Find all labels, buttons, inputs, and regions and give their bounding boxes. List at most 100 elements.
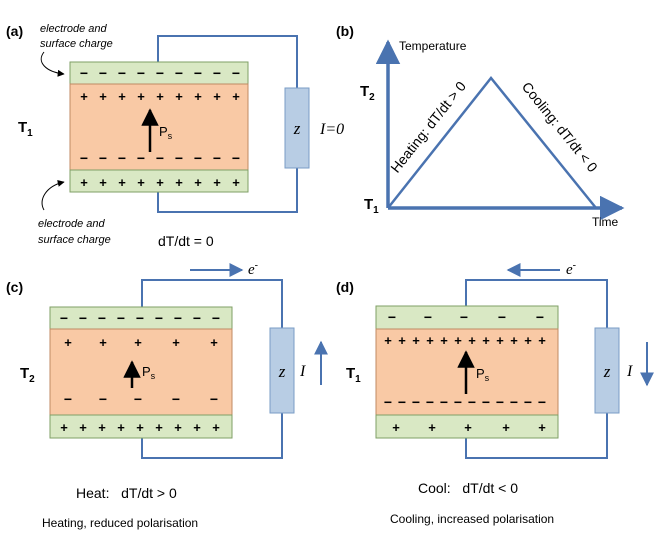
svg-text:−: − [524,394,532,410]
panel-d: (d) e- z I −−− −− +++ +++ +++ +++ −−− −−… [336,260,654,526]
svg-text:+: + [172,335,180,350]
svg-text:+: + [194,89,202,104]
panel-c: (c) e- z I −−− −−− −−− +++ ++ −−− −− +++… [6,260,328,530]
svg-text:+: + [60,420,68,435]
panel-d-crystal-top-charges: +++ +++ +++ +++ [384,333,546,348]
panel-b-t2-label: T2 [360,83,375,103]
svg-text:+: + [440,333,448,348]
svg-text:+: + [428,420,436,435]
svg-text:+: + [538,333,546,348]
svg-text:+: + [80,175,88,190]
panel-d-resistor [594,327,620,414]
panel-c-resistor-label: z [278,362,286,381]
svg-text:+: + [193,420,201,435]
svg-text:−: − [64,391,72,407]
panel-d-electron-label: e- [566,260,576,278]
svg-text:−: − [80,150,88,166]
svg-text:−: − [118,150,126,166]
svg-text:+: + [64,335,72,350]
panel-d-crystal-bottom-charges: −−− −−− −−− −−− [384,394,546,410]
panel-a-bottom-electrode [69,169,249,193]
panel-c-bottom-electrode [49,414,233,439]
panel-c-tag: (c) [6,279,23,295]
svg-text:−: − [460,309,468,325]
svg-text:+: + [426,333,434,348]
svg-text:−: − [232,65,240,81]
svg-text:+: + [392,420,400,435]
svg-text:−: − [193,310,201,326]
panel-c-temperature-label: T2 [20,365,35,385]
svg-text:+: + [117,420,125,435]
svg-text:+: + [175,89,183,104]
panel-d-tag: (d) [336,279,354,295]
panel-d-current-label: I [626,363,633,380]
svg-text:−: − [426,394,434,410]
svg-text:+: + [232,175,240,190]
panel-c-crystal-bottom-charges: −−− −− [64,391,218,407]
svg-text:−: − [388,309,396,325]
svg-text:−: − [134,391,142,407]
svg-text:+: + [502,420,510,435]
panel-a-bottom-electrode-charges: +++ +++ +++ [80,175,240,190]
svg-text:−: − [212,310,220,326]
panel-c-top-electrode-charges: −−− −−− −−− [60,310,220,326]
svg-text:+: + [79,420,87,435]
svg-text:+: + [510,333,518,348]
panel-a-ps-label: Ps [159,124,173,141]
svg-text:+: + [134,335,142,350]
svg-text:−: − [155,310,163,326]
svg-text:+: + [136,420,144,435]
svg-text:−: − [398,394,406,410]
svg-text:+: + [99,335,107,350]
svg-text:+: + [210,335,218,350]
panel-a-current-label: I=0 [319,121,344,138]
panel-b-heating-label: Heating: dT/dt > 0 [387,78,469,176]
panel-a-electrode-note-top-2: surface charge [40,38,113,50]
svg-text:+: + [496,333,504,348]
panel-b: (b) Temperature Time T2 T1 Heating: dT/d… [336,23,625,229]
svg-text:+: + [174,420,182,435]
svg-text:+: + [80,89,88,104]
svg-text:−: − [210,391,218,407]
svg-text:+: + [232,89,240,104]
svg-text:−: − [482,394,490,410]
svg-text:−: − [213,65,221,81]
svg-text:+: + [398,333,406,348]
panel-d-top-electrode-charges: −−− −− [388,309,544,325]
panel-d-bottom-electrode [375,414,559,439]
svg-text:−: − [99,391,107,407]
panel-a-temperature-label: T1 [18,119,33,139]
svg-text:−: − [80,65,88,81]
panel-a-resistor-label: z [293,119,301,138]
svg-text:−: − [232,150,240,166]
svg-text:−: − [136,310,144,326]
svg-text:−: − [510,394,518,410]
svg-text:+: + [213,89,221,104]
panel-a: (a) z I=0 −−− −−− −−− +++ +++ +++ −−− −−… [6,23,344,249]
panel-b-tag: (b) [336,23,354,39]
svg-text:+: + [175,175,183,190]
svg-text:−: − [384,394,392,410]
panel-a-electrode-note-top-pointer [40,51,65,77]
panel-c-resistor [269,327,295,414]
svg-text:+: + [524,333,532,348]
svg-text:+: + [468,333,476,348]
panel-c-current-label: I [299,363,306,380]
panel-c-condition: Heat: dT/dt > 0 [76,485,177,501]
panel-a-tag: (a) [6,23,23,39]
svg-text:−: − [79,310,87,326]
svg-text:+: + [156,89,164,104]
panel-d-crystal [375,328,559,416]
svg-text:+: + [384,333,392,348]
svg-text:−: − [60,310,68,326]
svg-text:−: − [454,394,462,410]
svg-text:+: + [137,175,145,190]
svg-text:−: − [496,394,504,410]
panel-c-electron-label: e- [248,260,258,278]
panel-a-condition: dT/dt = 0 [158,233,214,249]
svg-text:−: − [468,394,476,410]
panel-d-bottom-electrode-charges: +++ ++ [392,420,546,435]
panel-c-crystal-top-charges: + + + + + [64,335,218,350]
svg-text:+: + [412,333,420,348]
panel-b-t1-label: T1 [364,196,379,216]
